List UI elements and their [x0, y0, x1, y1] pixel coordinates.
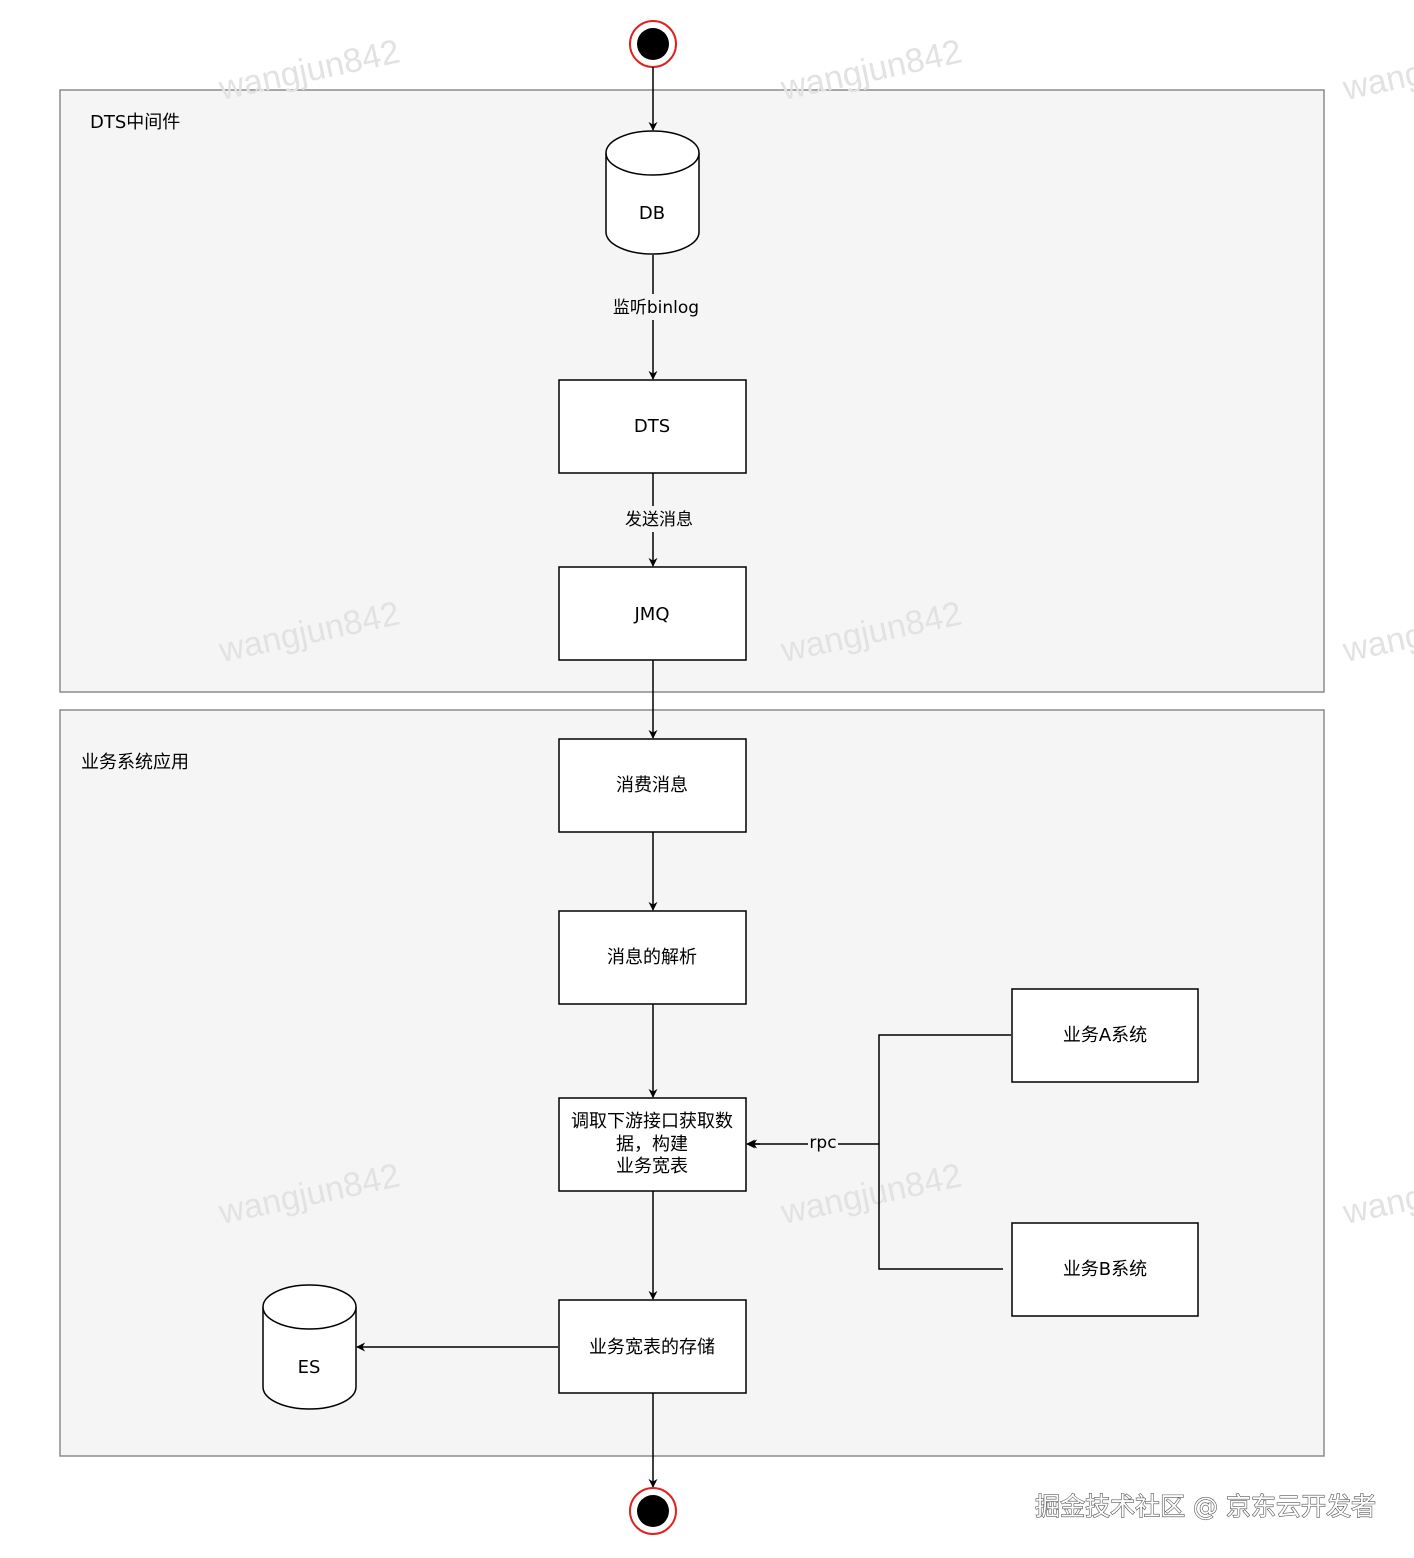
start-node	[629, 20, 677, 68]
system-b-box	[1011, 1222, 1199, 1317]
system-b-label: 业务B系统	[1063, 1259, 1147, 1280]
consume-label: 消费消息	[616, 775, 688, 796]
watermark-text: wangjun842	[1339, 33, 1414, 109]
consume-box	[558, 738, 747, 833]
footer-watermark: 掘金技术社区 @ 京东云开发者	[1035, 1492, 1376, 1521]
db-label: DB	[639, 203, 665, 224]
fetch-label-line2: 据，构建	[616, 1134, 688, 1155]
group-dts-label: DTS中间件	[90, 112, 180, 133]
dts-label: DTS	[634, 416, 670, 437]
edge-sysB-rpc	[878, 1144, 1003, 1270]
es-cylinder: ES	[262, 1284, 357, 1410]
edge-label-rpc: rpc	[809, 1133, 836, 1153]
store-label: 业务宽表的存储	[589, 1337, 715, 1358]
watermark-text: wangjun842	[1339, 595, 1414, 671]
parse-box	[558, 910, 747, 1005]
jmq-box	[558, 566, 747, 661]
db-cylinder: DB	[605, 130, 700, 255]
dts-box	[558, 379, 747, 474]
system-a-box	[1011, 988, 1199, 1083]
jmq-label: JMQ	[633, 604, 669, 625]
edge-sysA-rpc	[878, 1034, 1011, 1144]
fetch-box	[558, 1097, 747, 1192]
store-box	[558, 1299, 747, 1394]
es-label: ES	[298, 1357, 321, 1378]
edge-label-send: 发送消息	[625, 510, 693, 530]
parse-label: 消息的解析	[607, 947, 697, 968]
system-a-label: 业务A系统	[1063, 1025, 1147, 1046]
end-node	[629, 1487, 677, 1535]
fetch-label-line1: 调取下游接口获取数	[571, 1111, 733, 1132]
group-business-label: 业务系统应用	[81, 752, 189, 773]
fetch-label-line3: 业务宽表	[616, 1156, 688, 1177]
watermark-text: wangjun842	[1339, 1157, 1414, 1233]
edge-label-binlog: 监听binlog	[613, 298, 699, 318]
